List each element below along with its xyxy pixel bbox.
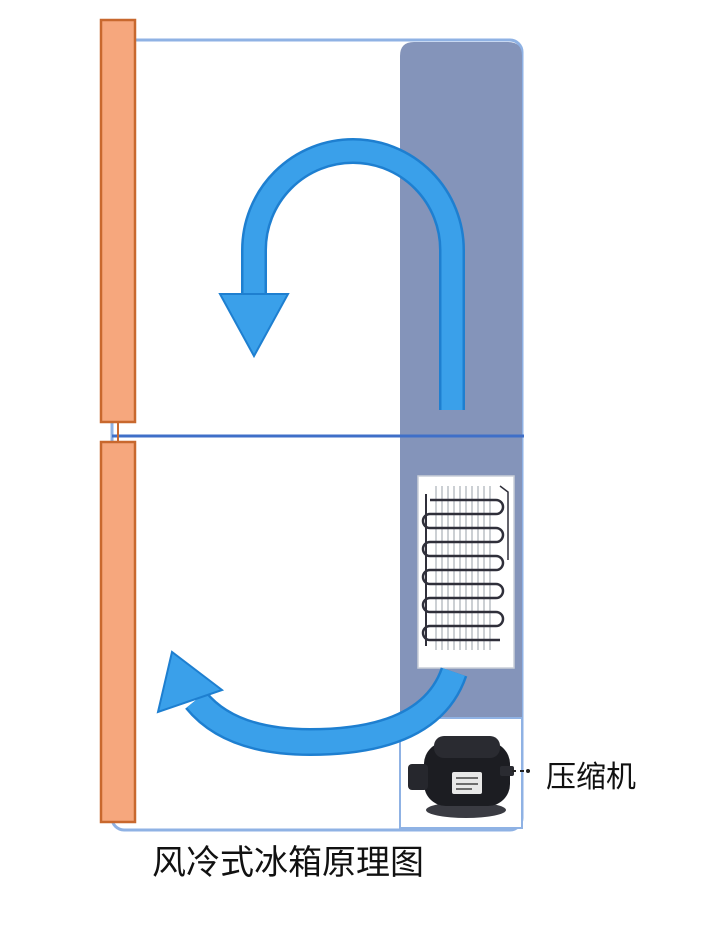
lower-door <box>99 440 137 824</box>
evaporator-coil-icon <box>417 475 515 669</box>
compressor-label: 压缩机 <box>546 760 636 795</box>
upper-door <box>99 18 137 424</box>
compressor-icon <box>408 736 514 818</box>
curved-arrow-left-icon <box>156 650 468 757</box>
diagram-caption: 风冷式冰箱原理图 <box>152 843 424 883</box>
compressor-leader <box>512 769 530 773</box>
curved-arrow-down-icon <box>218 138 465 410</box>
